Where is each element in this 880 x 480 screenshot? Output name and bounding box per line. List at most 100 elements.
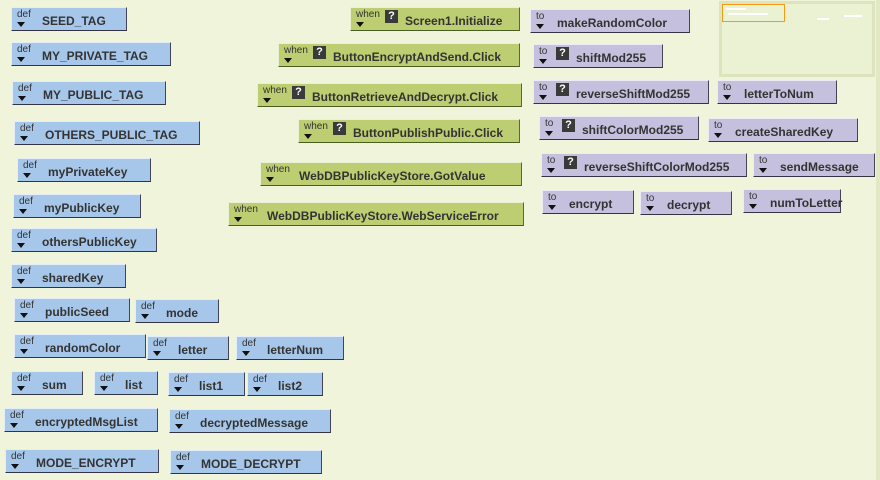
block-label: list1: [199, 379, 224, 393]
dropdown-arrow-icon[interactable]: [253, 387, 261, 392]
dropdown-arrow-icon[interactable]: [539, 59, 547, 64]
dropdown-arrow-icon[interactable]: [19, 209, 27, 214]
block-keyword: to: [646, 193, 655, 204]
minimap-block: [817, 18, 829, 20]
dropdown-arrow-icon[interactable]: [20, 349, 28, 354]
dropdown-arrow-icon[interactable]: [284, 58, 292, 63]
mutator-question-icon[interactable]: ?: [562, 119, 575, 132]
mutator-question-icon[interactable]: ?: [564, 156, 577, 169]
dropdown-arrow-icon[interactable]: [749, 204, 757, 209]
block-label: MY_PRIVATE_TAG: [42, 49, 149, 63]
block-label: WebDBPublicKeyStore.GotValue: [299, 169, 486, 183]
dropdown-arrow-icon[interactable]: [20, 313, 28, 318]
workspace-scrollbar[interactable]: [876, 0, 880, 480]
to-block-decrypt[interactable]: to decrypt: [640, 191, 732, 215]
dropdown-arrow-icon[interactable]: [263, 98, 271, 103]
to-block-shiftmod255[interactable]: to?shiftMod255: [533, 44, 663, 68]
dropdown-arrow-icon[interactable]: [18, 96, 26, 101]
to-block-reverseshiftcolormod255[interactable]: to?reverseShiftColorMod255: [541, 153, 747, 177]
to-block-shiftcolormod255[interactable]: to?shiftColorMod255: [539, 116, 699, 140]
when-block-buttonretrieveanddecrypt-click[interactable]: when?ButtonRetrieveAndDecrypt.Click: [257, 83, 522, 107]
dropdown-arrow-icon[interactable]: [539, 95, 547, 100]
mutator-question-icon[interactable]: ?: [333, 122, 346, 135]
workspace-minimap[interactable]: [719, 1, 875, 77]
mutator-question-icon[interactable]: ?: [385, 10, 398, 23]
block-label: randomColor: [45, 341, 121, 355]
dropdown-arrow-icon[interactable]: [547, 168, 555, 173]
dropdown-arrow-icon[interactable]: [17, 22, 25, 27]
dropdown-arrow-icon[interactable]: [548, 205, 556, 210]
dropdown-arrow-icon[interactable]: [242, 351, 250, 356]
mutator-question-icon[interactable]: ?: [556, 47, 569, 60]
block-keyword: when: [304, 121, 328, 132]
dropdown-arrow-icon[interactable]: [266, 177, 274, 182]
dropdown-arrow-icon[interactable]: [17, 386, 25, 391]
minimap-viewport[interactable]: [722, 4, 785, 22]
dropdown-arrow-icon[interactable]: [304, 134, 312, 139]
dropdown-arrow-icon[interactable]: [23, 173, 31, 178]
when-block-screen1-initialize[interactable]: when?Screen1.Initialize: [350, 7, 520, 31]
dropdown-arrow-icon[interactable]: [176, 465, 184, 470]
mutator-question-icon[interactable]: ?: [292, 86, 305, 99]
block-label: sendMessage: [780, 160, 859, 174]
block-label: encryptedMsgList: [35, 415, 138, 429]
dropdown-arrow-icon[interactable]: [723, 95, 731, 100]
block-label: decrypt: [667, 198, 711, 212]
when-block-buttonpublishpublic-click[interactable]: when?ButtonPublishPublic.Click: [298, 119, 520, 143]
to-block-reverseshiftmod255[interactable]: to?reverseShiftMod255: [533, 80, 709, 104]
dropdown-arrow-icon[interactable]: [759, 168, 767, 173]
dropdown-arrow-icon[interactable]: [17, 57, 25, 62]
dropdown-arrow-icon[interactable]: [174, 387, 182, 392]
dropdown-arrow-icon[interactable]: [17, 279, 25, 284]
dropdown-arrow-icon[interactable]: [536, 24, 544, 29]
dropdown-arrow-icon[interactable]: [153, 351, 161, 356]
dropdown-arrow-icon[interactable]: [17, 243, 25, 248]
mutator-question-icon[interactable]: ?: [313, 46, 326, 59]
dropdown-arrow-icon[interactable]: [356, 22, 364, 27]
dropdown-arrow-icon[interactable]: [20, 136, 28, 141]
dropdown-arrow-icon[interactable]: [545, 131, 553, 136]
dropdown-arrow-icon[interactable]: [11, 464, 19, 469]
block-keyword: def: [11, 451, 25, 462]
dropdown-arrow-icon[interactable]: [100, 386, 108, 391]
dropdown-arrow-icon[interactable]: [10, 423, 18, 428]
dropdown-arrow-icon[interactable]: [714, 133, 722, 138]
dropdown-arrow-icon[interactable]: [234, 217, 242, 222]
block-label: sum: [42, 378, 67, 392]
mutator-question-icon[interactable]: ?: [556, 83, 569, 96]
dropdown-arrow-icon[interactable]: [175, 424, 183, 429]
dropdown-arrow-icon[interactable]: [141, 314, 149, 319]
dropdown-arrow-icon[interactable]: [646, 206, 654, 211]
when-block-buttonencryptandsend-click[interactable]: when?ButtonEncryptAndSend.Click: [278, 43, 520, 67]
